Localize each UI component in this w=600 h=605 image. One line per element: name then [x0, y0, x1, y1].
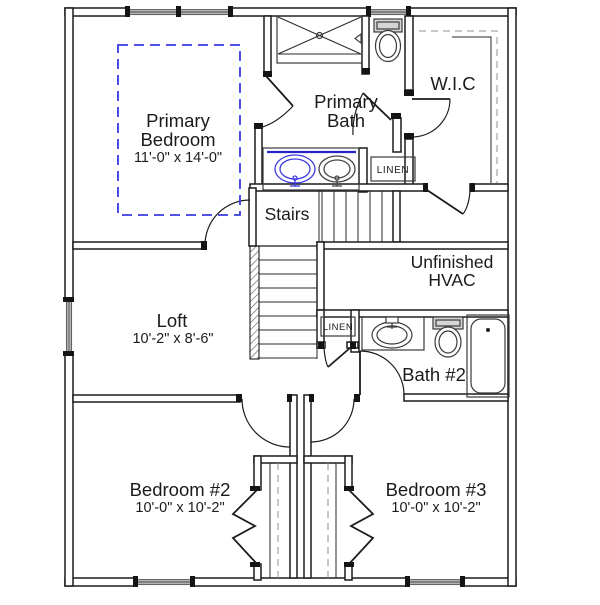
- hvac-label-2: HVAC: [428, 270, 475, 290]
- windows: [63, 6, 465, 587]
- wic-door: [411, 98, 451, 138]
- stairs: [249, 191, 383, 360]
- bath-vestibule-door: [352, 92, 392, 136]
- shower-door-handle: [354, 32, 362, 45]
- primary-bedroom-label-1: Primary: [146, 110, 210, 131]
- bedroom3-dims: 10'-0" x 10'-2": [391, 500, 480, 516]
- primary-bath-label-2: Bath: [327, 110, 365, 131]
- bath2-label: Bath #2: [402, 364, 466, 385]
- linen-lower-label: LINEN: [323, 322, 353, 333]
- door-jambs: [201, 68, 475, 567]
- bathtub-icon: [466, 314, 510, 398]
- stairs-label: Stairs: [265, 204, 310, 224]
- closet-lines: [269, 30, 498, 578]
- primary-bath-label-1: Primary: [314, 91, 378, 112]
- door-swings: [204, 75, 471, 565]
- toilet-primary-icon: [373, 18, 403, 63]
- linen-lower-door: [323, 347, 351, 368]
- window-loft: [63, 297, 74, 356]
- bifold-door-bedroom3: [348, 489, 375, 565]
- exterior-walls: [64, 7, 517, 587]
- linen-upper-label: LINEN: [377, 165, 409, 176]
- hvac-label-1: Unfinished: [411, 252, 494, 272]
- wic-rod-line: [419, 30, 498, 183]
- bedroom2-label: Bedroom #2: [130, 479, 231, 500]
- bedroom2-dims: 10'-0" x 10'-2": [135, 500, 224, 516]
- stair-railing-hatch: [249, 245, 260, 360]
- interior-walls: [72, 15, 509, 581]
- bedroom2-door: [241, 398, 291, 448]
- primary-bedroom-label-2: Bedroom: [140, 129, 215, 150]
- bath2-door: [359, 350, 405, 396]
- bedroom3-label: Bedroom #3: [386, 479, 487, 500]
- fixtures: [262, 15, 510, 398]
- shower-fixture: [276, 15, 363, 64]
- wic-label: W.I.C: [430, 73, 475, 94]
- linen-upper-box: [370, 156, 416, 182]
- bath2-sink-icon: [361, 316, 425, 351]
- loft-label: Loft: [157, 310, 188, 331]
- window-bedroom3: [405, 576, 465, 587]
- bedroom3-door: [310, 398, 355, 443]
- loft-dims: 10'-2" x 8'-6": [132, 331, 213, 347]
- sink-blue-icon: [274, 154, 316, 187]
- sink-gray-icon: [318, 155, 356, 187]
- wic-shelf-line: [452, 36, 492, 183]
- primary-vanity: [262, 147, 360, 191]
- primary-bedroom-dims: 11'-0" x 14'-0": [134, 150, 222, 166]
- linen-lower-box: [320, 316, 356, 337]
- window-primary-bath: [366, 6, 411, 17]
- primary-bed-highlight: [117, 44, 241, 216]
- window-bedroom2: [133, 576, 195, 587]
- primary-bath-door: [258, 75, 294, 129]
- toilet-bath2-icon: [432, 316, 464, 358]
- window-primary-bedroom: [125, 6, 233, 17]
- primary-bedroom-door: [204, 199, 251, 246]
- room-labels: Primary Bedroom 11'-0" x 14'-0" Primary …: [130, 73, 494, 516]
- bifold-door-bedroom2: [231, 489, 258, 565]
- hvac-door: [426, 189, 471, 215]
